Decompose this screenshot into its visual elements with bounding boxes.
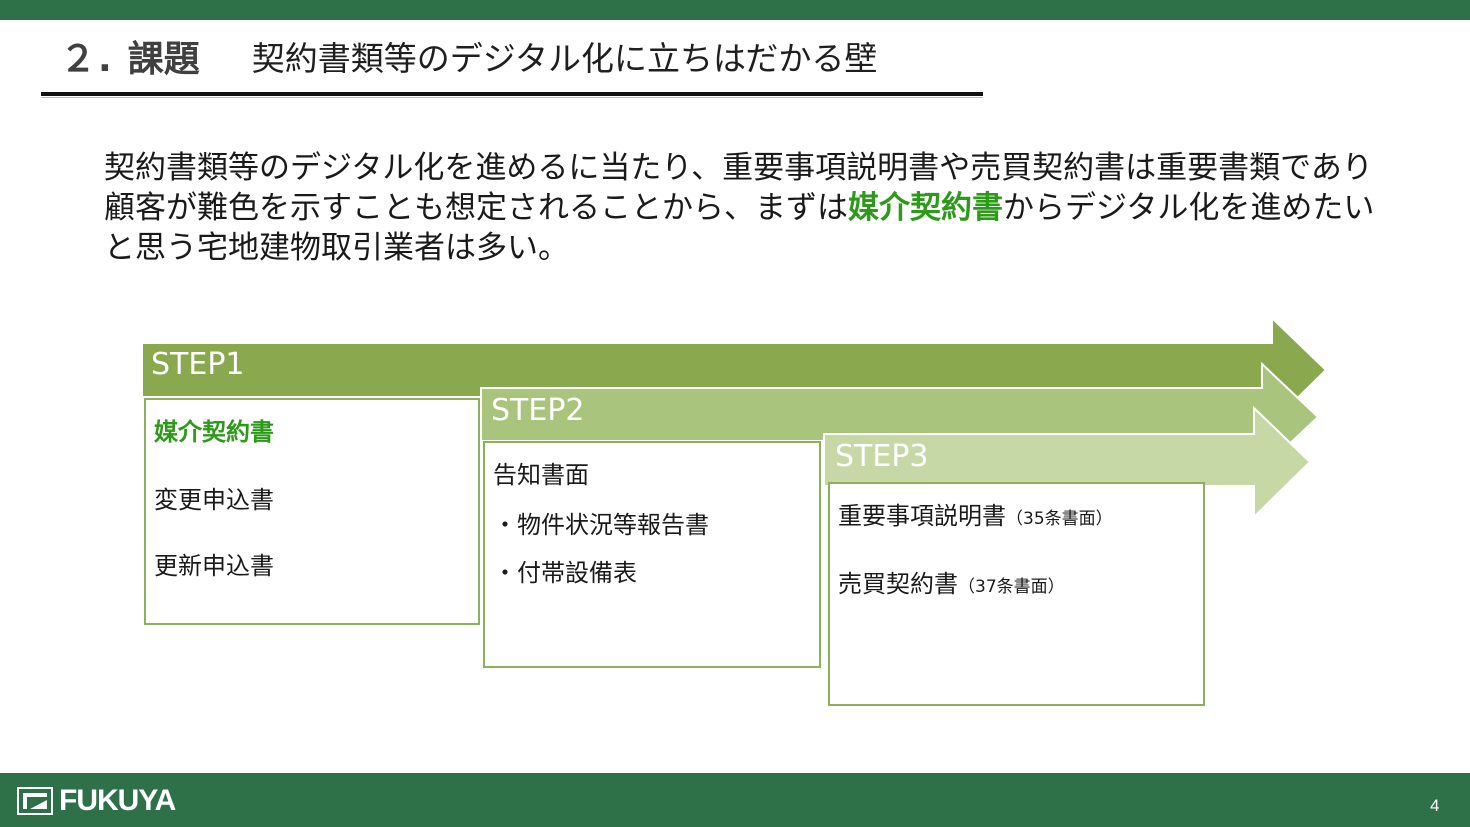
section-subtitle: 契約書類等のデジタル化に立ちはだかる壁 xyxy=(251,39,878,78)
intro-text-2: からデジタル化を進めたいと思う宅地建物取引業者は多い。 xyxy=(104,190,1375,266)
step2-label: STEP2 xyxy=(491,393,585,428)
step2-item-notice-docs: 告知書面 xyxy=(493,461,589,489)
intro-highlight: 媒介契約書 xyxy=(848,190,1003,226)
step3-item-2-note: （37条書面） xyxy=(958,577,1065,597)
step2-box: 告知書面 ・物件状況等報告書 ・付帯設備表 xyxy=(483,441,821,668)
title-underline xyxy=(41,92,983,98)
step3-item-important-matters: 重要事項説明書（35条書面） xyxy=(838,496,1113,531)
step3-item-sales-contract: 売買契約書（37条書面） xyxy=(838,564,1065,599)
step3-item-1-note: （35条書面） xyxy=(1006,509,1113,529)
intro-text-1: 契約書類等のデジタル化を進めるに当たり、重要事項説明書や売買契約書は重要書類であ… xyxy=(104,150,1373,226)
footer-bar xyxy=(0,773,1470,827)
section-title: 課題 xyxy=(127,39,200,80)
step2-item-equipment-list: ・付帯設備表 xyxy=(493,559,637,587)
step1-box: 媒介契約書 変更申込書 更新申込書 xyxy=(144,398,480,625)
intro-paragraph: 契約書類等のデジタル化を進めるに当たり、重要事項説明書や売買契約書は重要書類であ… xyxy=(104,148,1394,268)
step1-item-change-application: 変更申込書 xyxy=(154,486,274,514)
step1-item-renewal-application: 更新申込書 xyxy=(154,552,274,580)
page-number: 4 xyxy=(1430,796,1440,815)
logo-mark-icon xyxy=(17,787,53,815)
step1-label: STEP1 xyxy=(151,347,245,382)
step3-item-1-main: 重要事項説明書 xyxy=(838,502,1006,530)
step3-label: STEP3 xyxy=(835,439,929,474)
logo-text: FUKUYA xyxy=(59,784,176,817)
slide-title: ２. 課題 契約書類等のデジタル化に立ちはだかる壁 xyxy=(60,30,877,82)
step1-item-brokerage-contract: 媒介契約書 xyxy=(154,418,274,446)
step2-item-property-report: ・物件状況等報告書 xyxy=(493,511,709,539)
section-number: ２. xyxy=(60,39,114,80)
step3-box: 重要事項説明書（35条書面） 売買契約書（37条書面） xyxy=(828,482,1205,706)
top-bar xyxy=(0,0,1470,20)
fukuya-logo: FUKUYA xyxy=(17,784,176,817)
step3-item-2-main: 売買契約書 xyxy=(838,570,958,598)
